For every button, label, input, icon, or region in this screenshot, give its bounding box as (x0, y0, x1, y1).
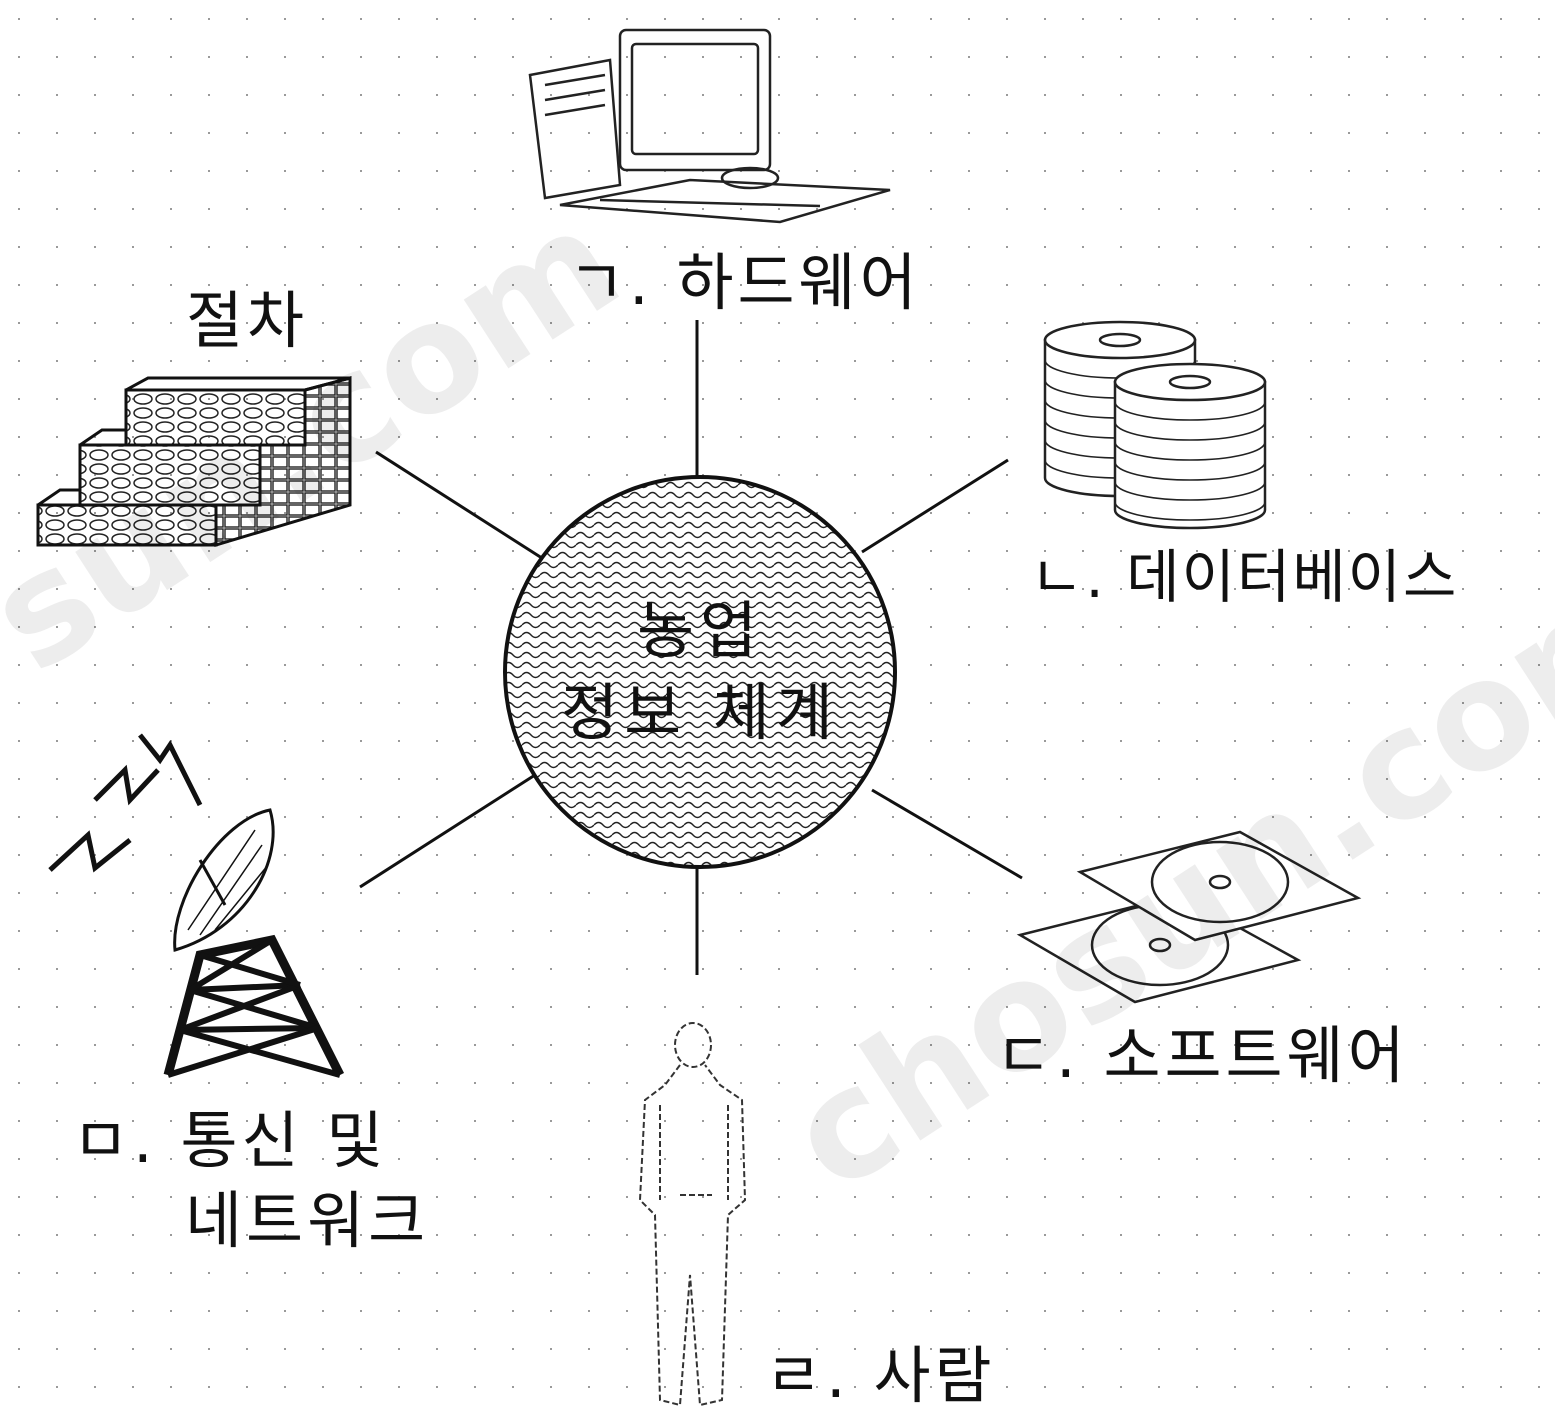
computer-icon (528, 28, 891, 224)
label-software: ㄷ. 소프트웨어 (995, 1019, 1409, 1092)
label-network-line1: ㅁ. 통신 및 (72, 1104, 388, 1177)
label-database: ㄴ. 데이터베이스 (1030, 543, 1459, 611)
label-network-line2: 네트워크 (185, 1184, 430, 1257)
center-circle (503, 475, 897, 869)
software-icon (1016, 830, 1362, 1004)
connector-database (861, 458, 1009, 554)
connector-network (359, 773, 536, 889)
center-title-line1: 농업 (636, 594, 764, 667)
label-procedure: 절차 (186, 284, 309, 357)
label-hardware: ㄱ. 하드웨어 (568, 246, 921, 319)
stairs-icon (36, 376, 352, 548)
person-icon (638, 1022, 747, 1407)
connector-software (871, 788, 1023, 880)
connector-lines (359, 320, 1023, 975)
database-icon (1043, 320, 1267, 530)
satellite-tower-icon (48, 733, 345, 1078)
connector-procedure (375, 450, 546, 562)
center-title-line2: 정보 체계 (561, 676, 839, 749)
label-people: ㄹ. 사람 (765, 1339, 996, 1412)
